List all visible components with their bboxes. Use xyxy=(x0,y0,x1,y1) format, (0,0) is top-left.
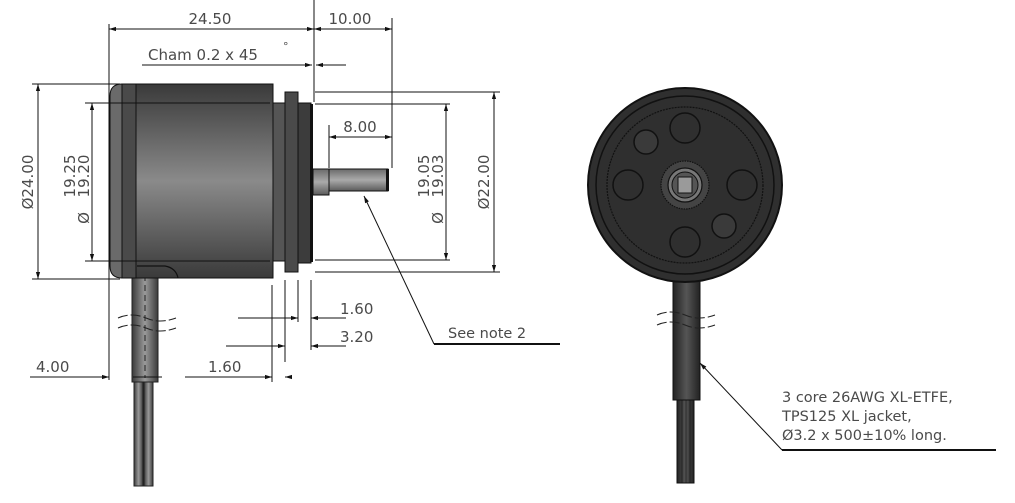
diameter-symbol: Ø xyxy=(429,212,447,224)
mounting-hole xyxy=(726,169,758,201)
dim-pilot-diameter-min: 19.03 xyxy=(429,155,447,198)
mounting-hole xyxy=(669,226,701,258)
dim-shaft-length: 10.00 xyxy=(329,10,372,28)
side-cable xyxy=(117,269,177,487)
see-note-leader xyxy=(363,195,560,345)
dim-cable-offset: 4.00 xyxy=(36,358,69,376)
cable-note-line-3: Ø3.2 x 500±10% long. xyxy=(782,428,947,444)
see-note-2-label: See note 2 xyxy=(448,326,526,342)
cable-note-leader xyxy=(699,362,996,451)
mounting-hole xyxy=(612,169,644,201)
diameter-symbol: Ø xyxy=(75,212,93,224)
mounting-hole xyxy=(669,112,701,144)
rear-view: 3 core 26AWG XL-ETFE, TPS125 XL jacket, … xyxy=(587,87,996,484)
dim-shaft-step: 8.00 xyxy=(343,118,376,136)
mounting-hole xyxy=(711,213,737,239)
dim-flange-thickness-2: 3.20 xyxy=(340,328,373,346)
dim-body-length: 24.50 xyxy=(189,10,232,28)
encoder-body xyxy=(109,83,313,279)
dim-body-diameter-min: 19.20 xyxy=(75,155,93,198)
dim-chamfer-degree: ° xyxy=(283,40,289,53)
shaft xyxy=(312,168,389,196)
dim-outer-diameter: Ø24.00 xyxy=(19,155,37,210)
dimension-lines xyxy=(30,26,497,380)
cable-note-line-2: TPS125 XL jacket, xyxy=(781,409,912,425)
mounting-hole xyxy=(633,129,659,155)
dim-flange-gap: 1.60 xyxy=(208,358,241,376)
rear-cable xyxy=(656,277,716,484)
dim-flange-diameter: Ø22.00 xyxy=(475,155,493,210)
extension-lines xyxy=(32,0,500,382)
dim-flange-thickness-1: 1.60 xyxy=(340,300,373,318)
shaft-end xyxy=(677,176,693,194)
dim-body-diameter-max: 19.25 xyxy=(61,155,79,198)
dim-pilot-diameter: Ø 19.05 19.03 xyxy=(415,155,447,224)
dim-body-diameter: Ø 19.25 19.20 xyxy=(61,155,93,224)
dim-chamfer: Cham 0.2 x 45 xyxy=(148,46,258,64)
encoder-face xyxy=(587,87,783,283)
dim-pilot-diameter-max: 19.05 xyxy=(415,155,433,198)
side-view: 24.50 10.00 Cham 0.2 x 45 ° 8.00 Ø24.00 … xyxy=(19,0,560,487)
cable-note-line-1: 3 core 26AWG XL-ETFE, xyxy=(782,390,953,406)
